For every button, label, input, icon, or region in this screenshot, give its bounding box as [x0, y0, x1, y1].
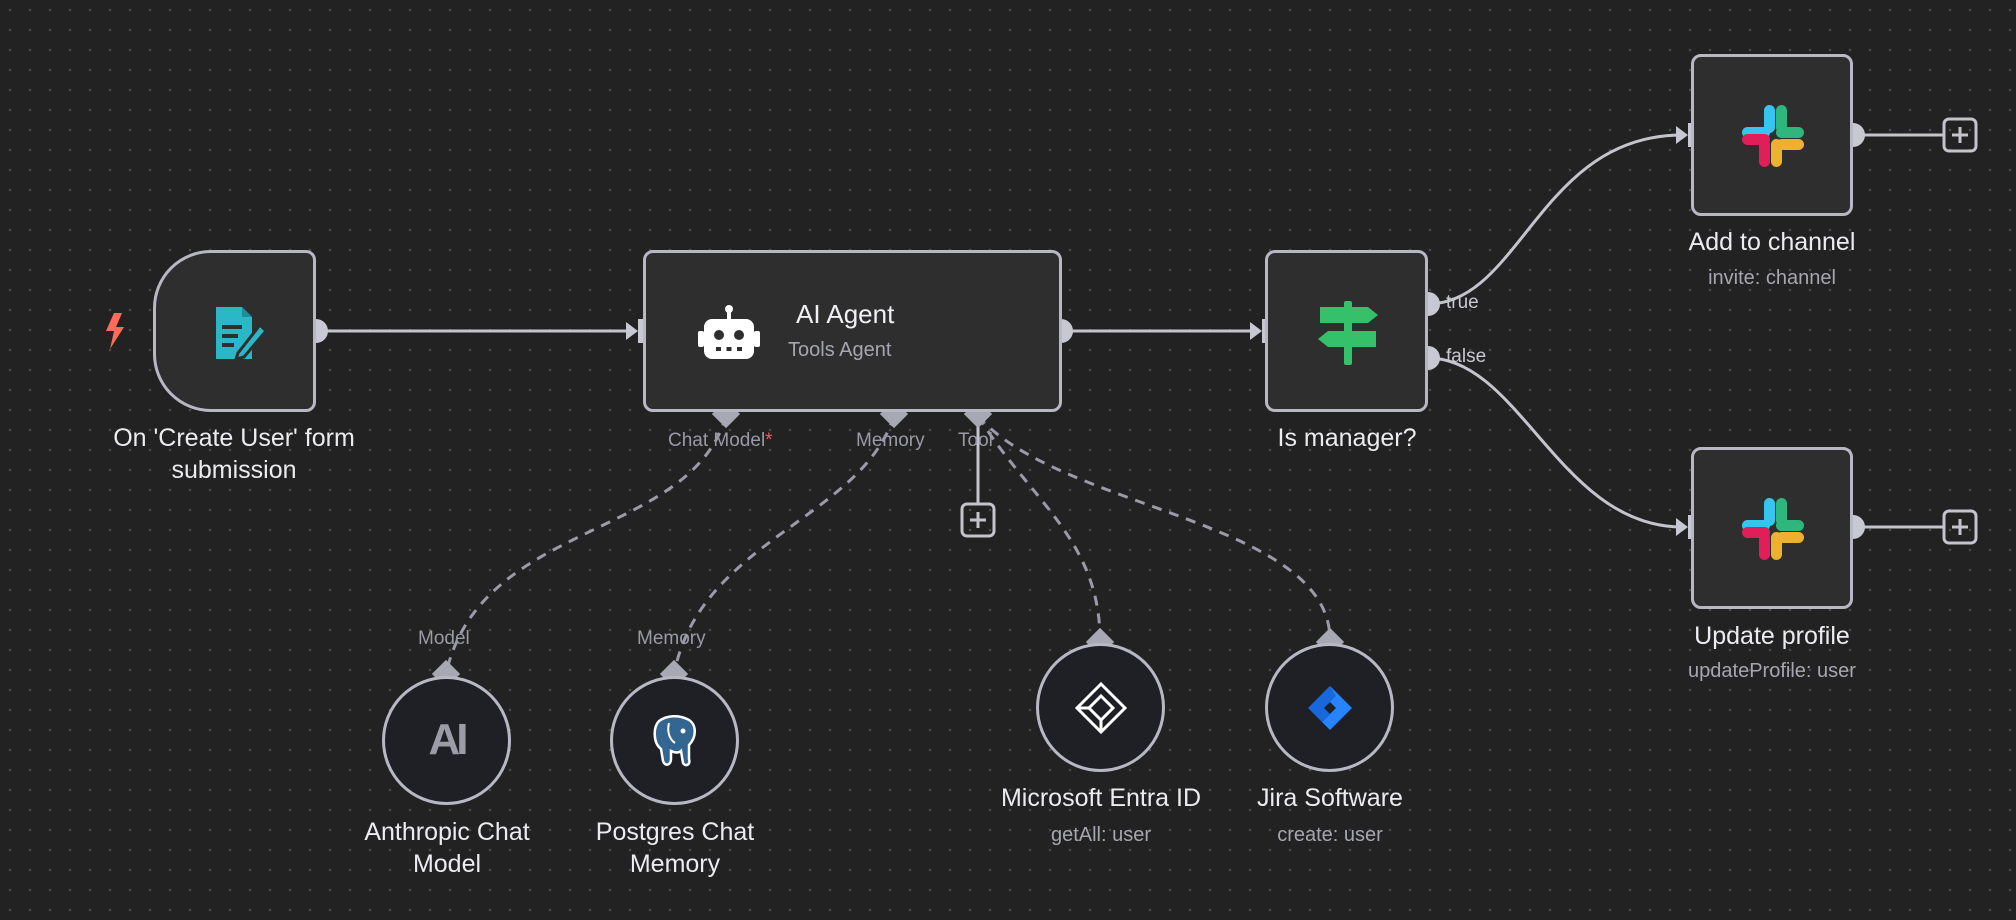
- agent-subtitle: Tools Agent: [788, 339, 892, 361]
- form-edit-icon: [216, 307, 268, 362]
- form-trigger-node[interactable]: [153, 250, 316, 412]
- trigger-title-line2: submission: [171, 456, 297, 484]
- microsoft-entra-node[interactable]: [1036, 643, 1165, 772]
- postgres-title-line2: Memory: [629, 850, 721, 878]
- slack-top-subtitle: invite: channel: [1708, 267, 1836, 289]
- slack-icon: [1742, 498, 1804, 560]
- anthropic-title-line1: Anthropic Chat: [364, 818, 530, 846]
- chat-model-text: Chat Model: [668, 430, 766, 451]
- signpost-icon: [1318, 301, 1378, 365]
- port-label-memory: Memory: [856, 430, 925, 451]
- agent-title: AI Agent: [796, 299, 895, 329]
- slack-update-profile-node[interactable]: [1691, 447, 1853, 609]
- entra-diamond-icon: [1074, 681, 1128, 735]
- tool-add-button[interactable]: [960, 502, 996, 538]
- anthropic-chat-model-node[interactable]: AI: [382, 676, 511, 805]
- entra-subtitle: getAll: user: [1050, 824, 1152, 846]
- required-marker: *: [765, 430, 773, 451]
- entra-title: Microsoft Entra ID: [1000, 784, 1202, 812]
- slack-top-title: Add to channel: [1688, 228, 1856, 256]
- tool-add-button-frame: [960, 502, 996, 538]
- jira-subtitle: create: user: [1277, 824, 1383, 846]
- postgres-title-line1: Postgres Chat: [595, 818, 755, 846]
- slack-top-add-button[interactable]: [1942, 117, 1978, 153]
- robot-icon: [698, 305, 760, 359]
- slack-bottom-add-frame: [1942, 509, 1978, 545]
- wire-true-to-add-channel: [1427, 133, 1683, 306]
- anthropic-title-line2: Model: [412, 850, 482, 878]
- port-label-chat-model: Chat Model*: [668, 430, 773, 452]
- anthropic-port-label: Model: [418, 628, 470, 649]
- wire-tool-entra: [976, 415, 1102, 641]
- lightning-icon: [106, 313, 124, 349]
- slack-add-to-channel-node[interactable]: [1691, 54, 1853, 216]
- jira-icon: [1308, 686, 1352, 730]
- ai-agent-node[interactable]: AI Agent Tools Agent: [643, 250, 1062, 412]
- postgres-elephant-icon: [653, 715, 696, 767]
- port-label-tool: Tool: [958, 430, 993, 451]
- postgres-port-label: Memory: [637, 628, 706, 649]
- wire-memory: [672, 415, 896, 675]
- postgres-chat-memory-node[interactable]: [610, 676, 739, 805]
- slack-bottom-subtitle: updateProfile: user: [1688, 660, 1856, 682]
- jira-software-node[interactable]: [1265, 643, 1394, 772]
- switch-title: Is manager?: [1277, 424, 1417, 452]
- branch-false-label: false: [1446, 346, 1487, 367]
- anthropic-icon: AI: [428, 715, 469, 764]
- slack-bottom-add-button[interactable]: [1942, 509, 1978, 545]
- branch-true-label: true: [1446, 292, 1479, 313]
- slack-top-add-frame: [1942, 117, 1978, 153]
- wire-tool-jira: [976, 415, 1332, 641]
- slack-bottom-title: Update profile: [1694, 622, 1850, 650]
- jira-title: Jira Software: [1257, 784, 1403, 812]
- trigger-title-line1: On 'Create User' form: [113, 424, 355, 452]
- agent-input-port: [638, 319, 647, 343]
- wire-false-to-update-profile: [1427, 356, 1683, 529]
- wire-chat-model: [444, 415, 728, 675]
- is-manager-node[interactable]: [1265, 250, 1428, 412]
- slack-icon: [1742, 105, 1804, 167]
